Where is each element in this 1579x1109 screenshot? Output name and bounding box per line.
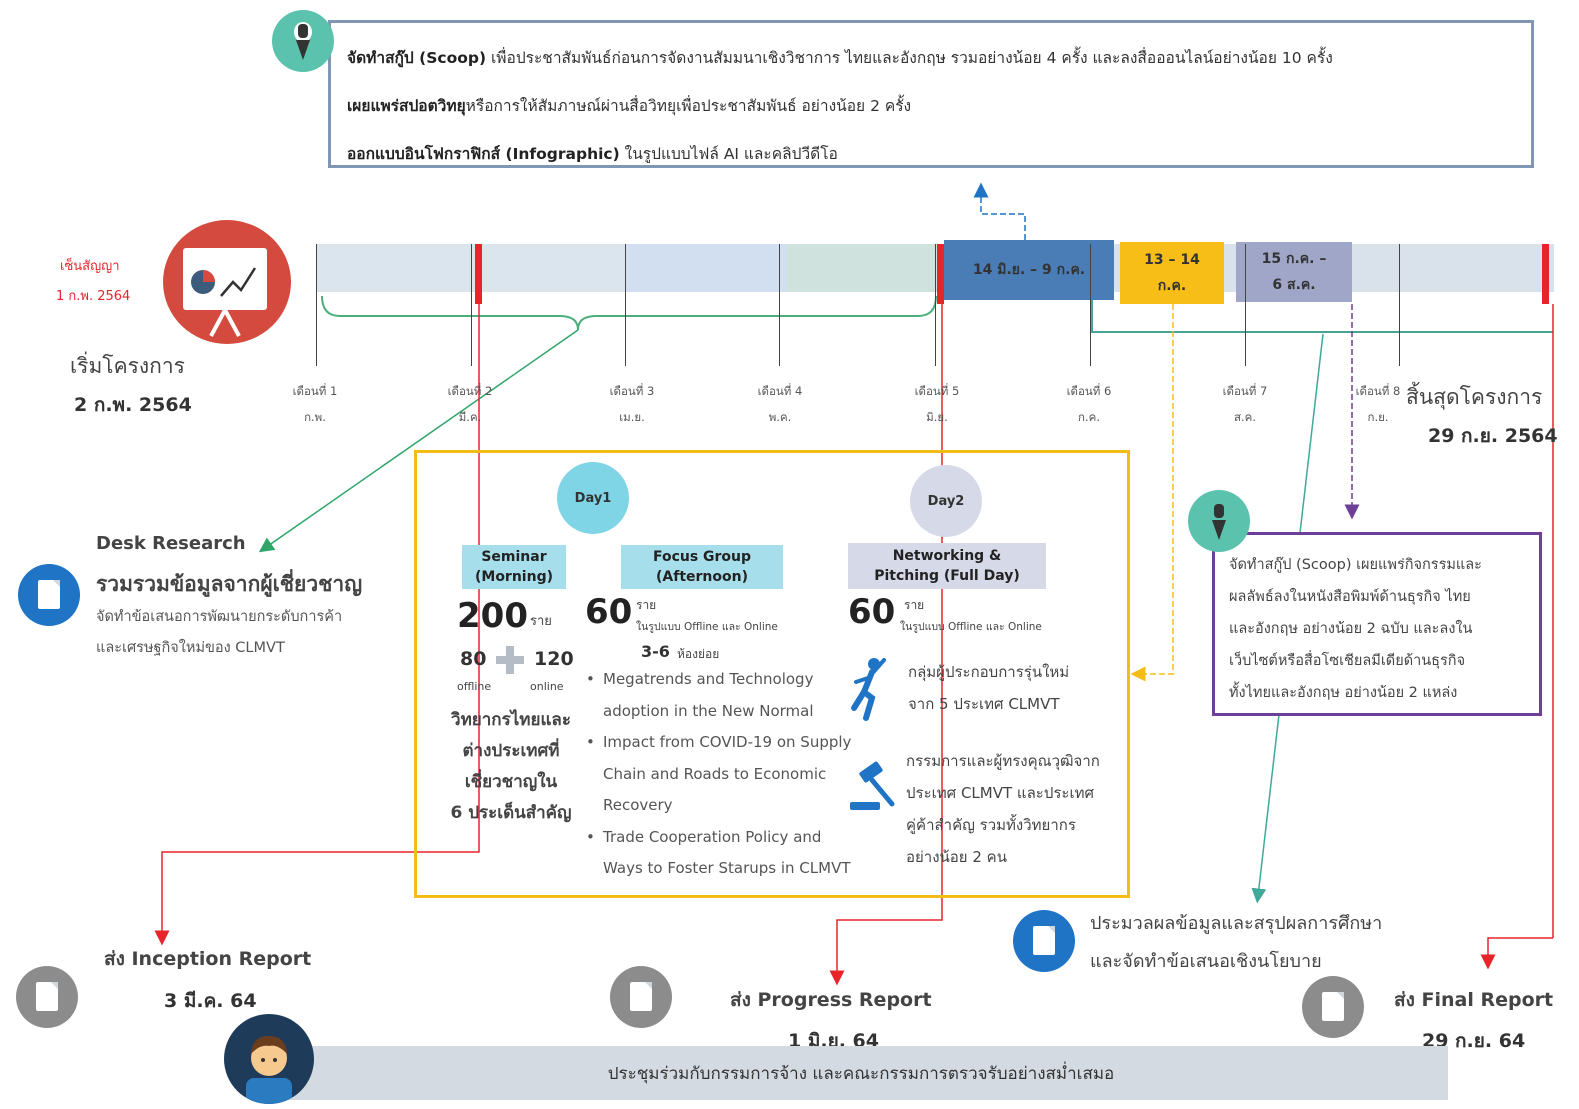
- desk-research-title: Desk Research: [96, 533, 246, 554]
- networking-group2-line2: ประเทศ CLMVT และประเทศ: [906, 784, 1094, 802]
- document-icon: [16, 966, 78, 1028]
- document-icon: [1302, 976, 1364, 1038]
- phase-box-1: 14 มิ.ย. – 9 ก.ค.: [944, 240, 1114, 300]
- scoop-right-line: ทั้งไทยและอังกฤษ อย่างน้อย 2 แหล่ง: [1229, 685, 1458, 701]
- desk-research-arrow: [258, 329, 579, 553]
- day2-badge: Day2: [910, 465, 982, 537]
- month-tick: [1245, 244, 1246, 366]
- month-tick: [316, 244, 317, 366]
- meeting-text: ประชุมร่วมกับกรรมการจ้าง และคณะกรรมการตร…: [607, 1063, 1115, 1084]
- focus-group-rooms-label: ห้องย่อย: [677, 647, 720, 661]
- event-arrow: [1130, 304, 1174, 682]
- runner-icon: [848, 652, 894, 722]
- networking-group2-line1: กรรมการและผู้ทรงคุณวุฒิจาก: [906, 752, 1100, 770]
- month-tick: [1090, 244, 1091, 366]
- analysis-line-2: และจัดทำข้อเสนอเชิงนโยบาย: [1090, 951, 1322, 972]
- gavel-icon: [846, 758, 900, 814]
- final-report-title: ส่ง Final Report: [1394, 989, 1554, 1011]
- networking-group2-line4: อย่างน้อย 2 คน: [906, 848, 1007, 866]
- focus-group-count: 60: [585, 592, 633, 632]
- microphone-icon: [272, 10, 334, 72]
- scoop-top-box: จัดทำสกู๊ป (Scoop) เพื่อประชาสัมพันธ์ก่อ…: [328, 20, 1534, 168]
- seminar-count: 200: [457, 596, 528, 636]
- progress-marker: [937, 244, 944, 304]
- scoop-top-line-3: ออกแบบอินโฟกราฟิกส์ (Infographic) ในรูปแ…: [347, 145, 838, 163]
- document-icon: [610, 966, 672, 1028]
- scoop-right-line: ผลลัพธ์ลงในหนังสือพิมพ์ด้านธุรกิจ ไทย: [1229, 589, 1471, 605]
- microphone-icon: [1188, 490, 1250, 552]
- inception-marker: [475, 244, 482, 304]
- desk-research-heading: รวมรวมข้อมูลจากผู้เชี่ยวชาญ: [96, 572, 363, 596]
- focus-group-rooms-num: 3-6: [641, 642, 670, 661]
- month-tick: [935, 244, 936, 366]
- month-tick: [1399, 244, 1400, 366]
- contract-date: 1 ก.พ. 2564: [56, 289, 131, 304]
- progress-report-title: ส่ง Progress Report: [730, 989, 932, 1011]
- scoop-right-line: จัดทำสกู๊ป (Scoop) เผยแพร่กิจกรรมและ: [1229, 557, 1482, 573]
- scoop-top-line-1: จัดทำสกู๊ป (Scoop) เพื่อประชาสัมพันธ์ก่อ…: [347, 49, 1333, 67]
- meeting-bar: ประชุมร่วมกับกรรมการจ้าง และคณะกรรมการตร…: [274, 1046, 1448, 1100]
- desk-research-line-2: และเศรษฐกิจใหม่ของ CLMVT: [96, 640, 285, 656]
- analysis-bracket: [1091, 300, 1553, 333]
- scoop-top-arrow: [973, 182, 1026, 240]
- desk-research-line-1: จัดทำข้อเสนอการพัฒนายกระดับการค้า: [96, 609, 343, 625]
- networking-count: 60: [848, 592, 896, 632]
- project-end-label: สิ้นสุดโครงการ: [1406, 385, 1543, 409]
- presentation-icon: [163, 220, 291, 344]
- month-tick: [625, 244, 626, 366]
- day1-badge: Day1: [557, 462, 629, 534]
- seminar-offline-num: 80: [460, 648, 487, 670]
- scoop-right-box: จัดทำสกู๊ป (Scoop) เผยแพร่กิจกรรมและ ผลล…: [1212, 532, 1542, 716]
- inception-report-title: ส่ง Inception Report: [104, 948, 312, 970]
- document-icon: [18, 564, 80, 626]
- seminar-online-label: online: [530, 680, 564, 693]
- inception-report-date: 3 มี.ค. 64: [164, 990, 257, 1012]
- networking-group1-line1: กลุ่มผู้ประกอบการรุ่นใหม่: [908, 663, 1070, 681]
- document-icon: [1013, 910, 1075, 972]
- final-marker: [1542, 244, 1549, 304]
- seminar-tag: Seminar(Morning): [462, 545, 566, 589]
- project-end-date: 29 ก.ย. 2564: [1428, 425, 1558, 447]
- scoop-right-line: และอังกฤษ อย่างน้อย 2 ฉบับ และลงใน: [1229, 621, 1473, 637]
- networking-format: ในรูปแบบ Offline และ Online: [900, 621, 1042, 633]
- focus-group-unit: ราย: [636, 598, 657, 612]
- seminar-online-num: 120: [534, 648, 574, 670]
- person-avatar-icon: [224, 1014, 314, 1104]
- scoop-top-line-2: เผยแพร่สปอตวิทยุหรือการให้สัมภาษณ์ผ่านสื…: [347, 97, 912, 115]
- contract-label: เซ็นสัญญา: [60, 259, 120, 274]
- project-start-date: 2 ก.พ. 2564: [74, 394, 192, 416]
- scoop-right-line: เว็บไซต์หรือสื่อโซเชียลมีเดียด้านธุรกิจ: [1229, 653, 1466, 669]
- seminar-offline-label: offline: [457, 680, 492, 693]
- networking-group1-line2: จาก 5 ประเทศ CLMVT: [908, 695, 1060, 713]
- project-start-label: เริ่มโครงการ: [70, 354, 185, 378]
- month-tick: [779, 244, 780, 366]
- plus-icon: [496, 646, 524, 674]
- month-tick: [471, 244, 472, 366]
- event-box: [414, 450, 1130, 898]
- focus-group-format: ในรูปแบบ Offline และ Online: [636, 621, 778, 633]
- networking-group2-line3: คู่ค้าสำคัญ รวมทั้งวิทยากร: [906, 816, 1076, 834]
- networking-unit: ราย: [904, 598, 925, 612]
- networking-tag: Networking &Pitching (Full Day): [848, 543, 1046, 589]
- phase-box-3: 15 ก.ค. –6 ส.ค.: [1236, 242, 1352, 302]
- desk-research-bracket: [321, 295, 937, 331]
- progress-arrow: [829, 304, 943, 986]
- seminar-unit: ราย: [530, 614, 552, 629]
- focus-group-tag: Focus Group(Afternoon): [621, 545, 783, 589]
- analysis-line-1: ประมวลผลข้อมูลและสรุปผลการศึกษา: [1090, 913, 1383, 934]
